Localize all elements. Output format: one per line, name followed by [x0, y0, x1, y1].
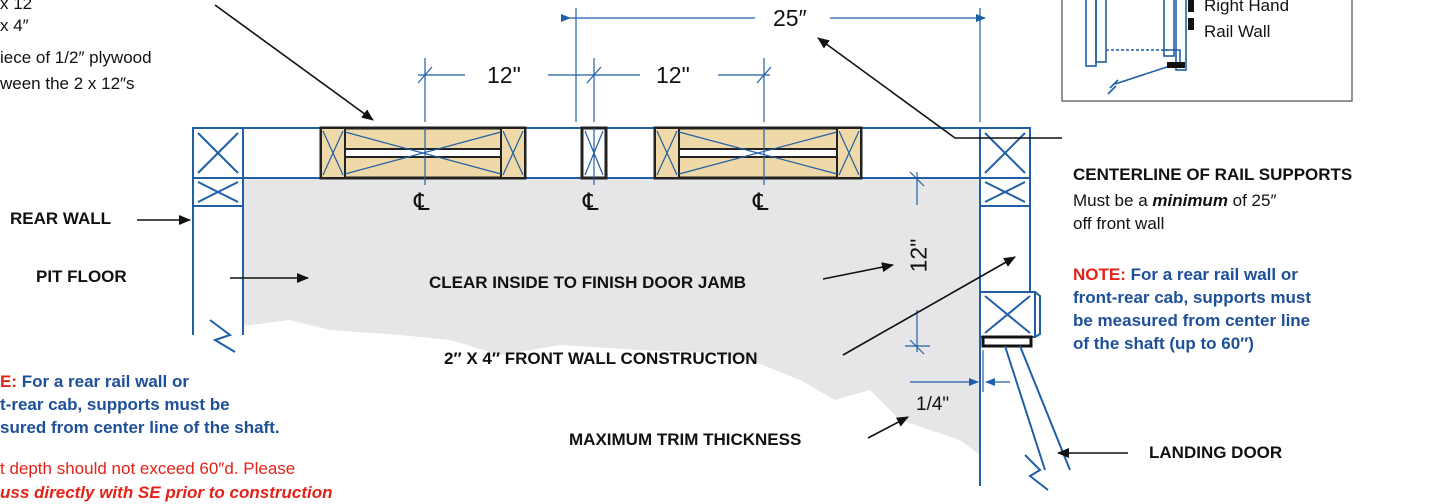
left-note-text1: For a rear rail wall or: [17, 372, 189, 391]
dimension-12-vertical-label: 12": [905, 238, 932, 273]
dimension-25: [561, 8, 986, 122]
centerline-title: CENTERLINE OF RAIL SUPPORTS: [1073, 165, 1353, 184]
top-left-note-line3: iece of 1/2″ plywood: [0, 48, 152, 67]
centerline-mark-2: ℄: [583, 189, 599, 216]
right-note-line3: be measured from center line: [1073, 311, 1311, 330]
right-note-text1: For a rear rail wall or: [1125, 265, 1298, 284]
left-note: E: For a rear rail wall or t-rear cab, s…: [0, 370, 280, 439]
centerline-mark-3: ℄: [753, 189, 769, 216]
front-wall-label: 2″ X 4″ FRONT WALL CONSTRUCTION: [444, 349, 758, 368]
inset-label-line1: Right Hand: [1204, 0, 1290, 15]
inset-box: [1061, 0, 1353, 102]
right-note-line2: front-rear cab, supports must: [1073, 288, 1312, 307]
dimension-quarter-label: 1/4": [916, 394, 950, 415]
top-wall: [193, 127, 1030, 179]
door-jamb: [981, 335, 1033, 348]
top-left-note-line2: x 4″: [0, 16, 29, 35]
rail-support-right: [653, 126, 863, 180]
centerlines: [424, 128, 765, 185]
pit-floor-label: PIT FLOOR: [36, 267, 127, 286]
dimension-12-vertical: [905, 171, 930, 355]
clear-inside-label: CLEAR INSIDE TO FINISH DOOR JAMB: [429, 273, 747, 292]
left-red-note-line2: uss directly with SE prior to constructi…: [0, 483, 333, 502]
left-red-note-line1: t depth should not exceed 60″d. Please: [0, 459, 296, 478]
centerline-mark-1: ℄: [414, 189, 430, 216]
dimension-12-pair: [417, 58, 772, 122]
left-note-line2: t-rear cab, supports must be: [0, 395, 230, 414]
dimension-quarter: [910, 350, 1010, 392]
dimension-12-right-label: 12": [656, 62, 690, 88]
centerline-body: Must be a minimum of 25″: [1073, 189, 1277, 212]
dimension-25-label: 25″: [773, 5, 807, 31]
top-left-note-line4: ween the 2 x 12″s: [0, 74, 135, 93]
left-note-line1: E: For a rear rail wall or: [0, 370, 280, 393]
right-note-label: NOTE:: [1073, 265, 1126, 284]
left-note-label: E:: [0, 372, 17, 391]
centerline-body-prefix: Must be a: [1073, 191, 1153, 210]
inset-label-line2: Rail Wall: [1204, 22, 1271, 41]
right-note: NOTE: For a rear rail wall or front-rear…: [1073, 263, 1311, 355]
centerline-body-emph: minimum: [1152, 191, 1228, 210]
left-note-line3: sured from center line of the shaft.: [0, 418, 280, 437]
max-trim-label: MAXIMUM TRIM THICKNESS: [569, 430, 802, 449]
rear-wall: [192, 127, 244, 353]
centerline-body-suffix: of 25″: [1227, 191, 1277, 210]
top-left-note-line1: x 12: [0, 0, 33, 13]
right-note-line4: of the shaft (up to 60″): [1073, 334, 1254, 353]
rear-wall-label: REAR WALL: [10, 209, 112, 228]
landing-door: [1004, 345, 1071, 491]
rail-support-left: [319, 126, 527, 180]
landing-door-label: LANDING DOOR: [1149, 443, 1283, 462]
centerline-body-line2: off front wall: [1073, 214, 1165, 233]
dimension-12-left-label: 12": [487, 62, 521, 88]
leaders: [137, 4, 1128, 458]
pit-floor-area: [243, 178, 980, 455]
right-note-line1: NOTE: For a rear rail wall or: [1073, 263, 1311, 286]
front-wall: [979, 127, 1041, 470]
